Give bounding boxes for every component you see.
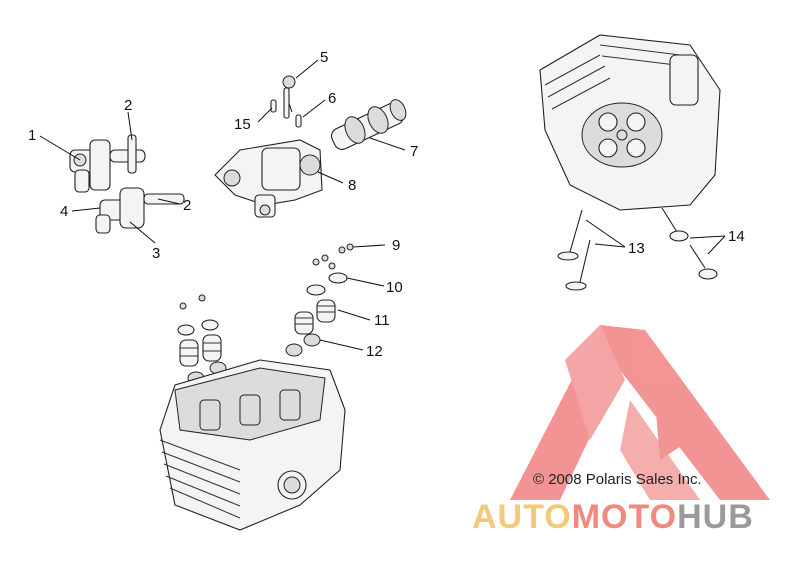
valve-keepers (312, 243, 354, 270)
callout-3: 3 (152, 245, 160, 262)
callout-15: 15 (234, 116, 251, 133)
valve-seals (285, 333, 321, 357)
rocker-shaft-upper (127, 134, 137, 174)
callout-13: 13 (628, 240, 645, 257)
callout-7: 7 (410, 143, 418, 160)
cylinder-head-lower (159, 359, 346, 531)
callout-6: 6 (328, 90, 336, 107)
watermark-auto: AUTO (472, 498, 572, 536)
callout-14: 14 (728, 228, 745, 245)
callout-4: 4 (60, 203, 68, 220)
valve-retainers (306, 272, 348, 296)
rocker-arm-upper (69, 139, 146, 193)
leader-lines (39, 59, 726, 351)
callout-11: 11 (374, 312, 390, 329)
pin-6 (283, 87, 302, 128)
copyright-notice: © 2008 Polaris Sales Inc. (533, 471, 702, 488)
callout-2-upper: 2 (124, 97, 132, 114)
callout-8: 8 (348, 177, 356, 194)
valve-springs (294, 299, 336, 335)
callout-10: 10 (386, 279, 403, 296)
camshaft-carrier (214, 139, 323, 218)
callout-2-lower: 2 (183, 197, 191, 214)
valve-springs-left (177, 294, 227, 385)
watermark-brand: AUTOMOTOHUB (472, 498, 754, 536)
watermark-moto: MOTO (572, 498, 677, 536)
valve-shims (661, 207, 718, 280)
callout-9: 9 (392, 237, 400, 254)
watermark-logo (510, 325, 770, 500)
valves (557, 209, 591, 291)
camshaft (330, 99, 407, 150)
bolt-15 (270, 99, 277, 113)
cylinder-head-upper (539, 34, 721, 211)
callout-12: 12 (366, 343, 383, 360)
rocker-arm-lower (95, 187, 185, 234)
callout-1: 1 (28, 127, 36, 144)
callout-5: 5 (320, 49, 328, 66)
watermark-hub: HUB (677, 498, 754, 536)
